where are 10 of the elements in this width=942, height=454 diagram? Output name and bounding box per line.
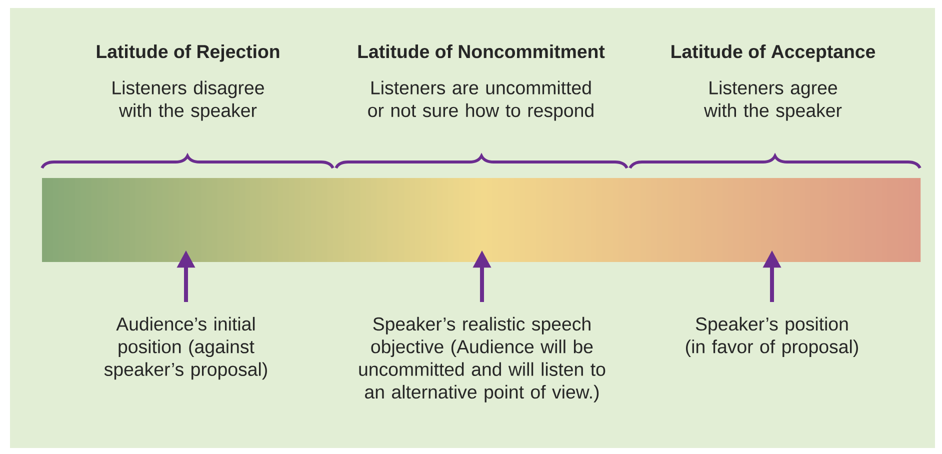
heading: Latitude of Noncommitment (358, 44, 605, 58)
heading: Latitude of Acceptance (672, 44, 876, 62)
caption-text: Audience’s initial position (against speaker’s proposal) (104, 316, 267, 380)
description-text: Listeners agree with the speaker (704, 80, 842, 121)
caption-text: Speaker’s position (in favor of proposal) (686, 316, 858, 357)
description-text: Listeners disagree with the speaker (112, 80, 264, 121)
description-text: Listeners are uncommitted or not sure how to respond (368, 80, 594, 121)
caption-text: Speaker’s realistic speech objective (Audience will be uncommitted and will listen to an alternative point of view.) (359, 316, 606, 402)
gradient-bar (42, 178, 921, 262)
heading: Latitude of Rejection (96, 44, 280, 62)
